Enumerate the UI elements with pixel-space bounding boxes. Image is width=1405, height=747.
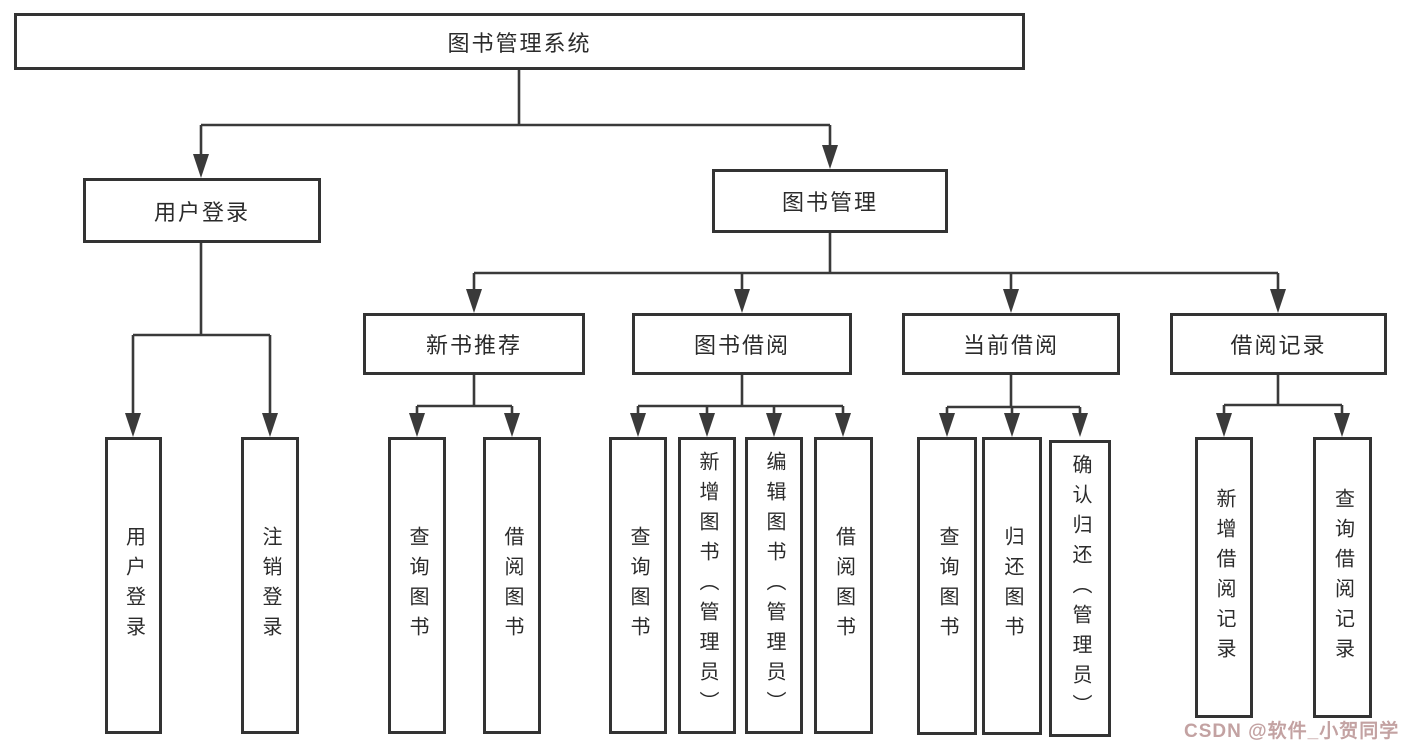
arrowhead-leaf-cb-query (939, 413, 955, 437)
connector-line (472, 233, 1280, 291)
arrowhead-leaf-cb-confirm (1072, 413, 1088, 437)
connector-line (945, 375, 1082, 414)
leaf-bb-edit-books-label: 编辑图书（管理员） (763, 450, 785, 721)
leaf-bb-add-books-label: 新增图书（管理员） (696, 450, 718, 721)
leaf-logout: 注销登录 (241, 437, 299, 734)
leaf-logout-label: 注销登录 (259, 525, 281, 646)
node-borrow-records: 借阅记录 (1170, 313, 1387, 375)
node-current-borrow: 当前借阅 (902, 313, 1120, 375)
node-book-borrow: 图书借阅 (632, 313, 852, 375)
arrowhead-leaf-logout (262, 413, 278, 437)
connector-line (415, 375, 514, 414)
connector-line (131, 242, 272, 415)
leaf-cb-return-books-label: 归还图书 (1001, 526, 1023, 646)
arrowhead-leaf-nb-borrow (504, 413, 520, 437)
leaf-br-add-record-label: 新增借阅记录 (1213, 487, 1235, 668)
leaf-cb-query-books-label: 查询图书 (936, 526, 958, 646)
node-root: 图书管理系统 (14, 13, 1025, 70)
arrowhead-leaf-bb-borrow (835, 413, 851, 437)
leaf-nb-borrow-books-label: 借阅图书 (501, 525, 523, 646)
leaf-br-query-record: 查询借阅记录 (1313, 437, 1372, 718)
leaf-user-login: 用户登录 (105, 437, 162, 734)
arrowhead-new-book-rec (466, 289, 482, 313)
node-root-label: 图书管理系统 (447, 30, 592, 56)
node-new-book-rec-label: 新书推荐 (425, 333, 522, 358)
arrowhead-book-borrow (734, 289, 750, 313)
arrowhead-leaf-cb-return (1004, 413, 1020, 437)
connector-root-to-level2 (193, 70, 838, 178)
connector-current-borrow-to-leaves (939, 375, 1088, 437)
arrowhead-current-borrow (1003, 289, 1019, 313)
arrowhead-leaf-bb-query (630, 413, 646, 437)
node-book-mgmt-label: 图书管理 (781, 190, 878, 215)
connector-borrow-records-to-leaves (1216, 375, 1350, 437)
arrowhead-leaf-br-add (1216, 413, 1232, 437)
connector-book-mgmt-to-level3 (466, 233, 1286, 313)
leaf-br-add-record: 新增借阅记录 (1195, 437, 1253, 718)
arrowhead-leaf-user-login (125, 413, 141, 437)
arrowhead-leaf-bb-add (699, 413, 715, 437)
node-book-borrow-label: 图书借阅 (693, 333, 790, 358)
connector-book-borrow-to-leaves (630, 375, 851, 437)
connector-line (1222, 375, 1344, 414)
node-current-borrow-label: 当前借阅 (962, 333, 1059, 358)
leaf-cb-confirm-return: 确认归还（管理员） (1049, 440, 1111, 737)
connector-line (636, 375, 845, 414)
leaf-bb-edit-books: 编辑图书（管理员） (745, 437, 803, 734)
leaf-bb-query-books-label: 查询图书 (627, 525, 649, 646)
leaf-cb-confirm-return-label: 确认归还（管理员） (1069, 453, 1091, 724)
node-user-login-label: 用户登录 (153, 199, 250, 225)
arrowhead-borrow-records (1270, 289, 1286, 313)
connector-new-book-rec-to-leaves (409, 375, 520, 437)
arrowhead-leaf-br-query (1334, 413, 1350, 437)
leaf-bb-query-books: 查询图书 (609, 437, 667, 734)
leaf-nb-borrow-books: 借阅图书 (483, 437, 541, 734)
leaf-bb-borrow-books: 借阅图书 (814, 437, 873, 734)
node-borrow-records-label: 借阅记录 (1230, 333, 1327, 358)
node-user-login: 用户登录 (83, 178, 321, 243)
leaf-br-query-record-label: 查询借阅记录 (1331, 487, 1354, 668)
leaf-cb-query-books: 查询图书 (917, 437, 977, 735)
leaf-nb-query-books-label: 查询图书 (406, 525, 428, 646)
arrowhead-leaf-bb-edit (766, 413, 782, 437)
arrowhead-book-mgmt (822, 145, 838, 169)
csdn-watermark: CSDN @软件_小贺同学 (1184, 721, 1400, 742)
leaf-user-login-label: 用户登录 (122, 525, 145, 646)
node-book-mgmt: 图书管理 (712, 169, 948, 233)
connector-user-login-to-leaves (125, 242, 278, 437)
leaf-bb-add-books: 新增图书（管理员） (678, 437, 736, 734)
connector-line (199, 70, 832, 156)
leaf-cb-return-books: 归还图书 (982, 437, 1042, 735)
leaf-bb-borrow-books-label: 借阅图书 (832, 525, 855, 646)
leaf-nb-query-books: 查询图书 (388, 437, 446, 734)
arrowhead-leaf-nb-query (409, 413, 425, 437)
node-new-book-rec: 新书推荐 (363, 313, 585, 375)
arrowhead-user-login (193, 154, 209, 178)
